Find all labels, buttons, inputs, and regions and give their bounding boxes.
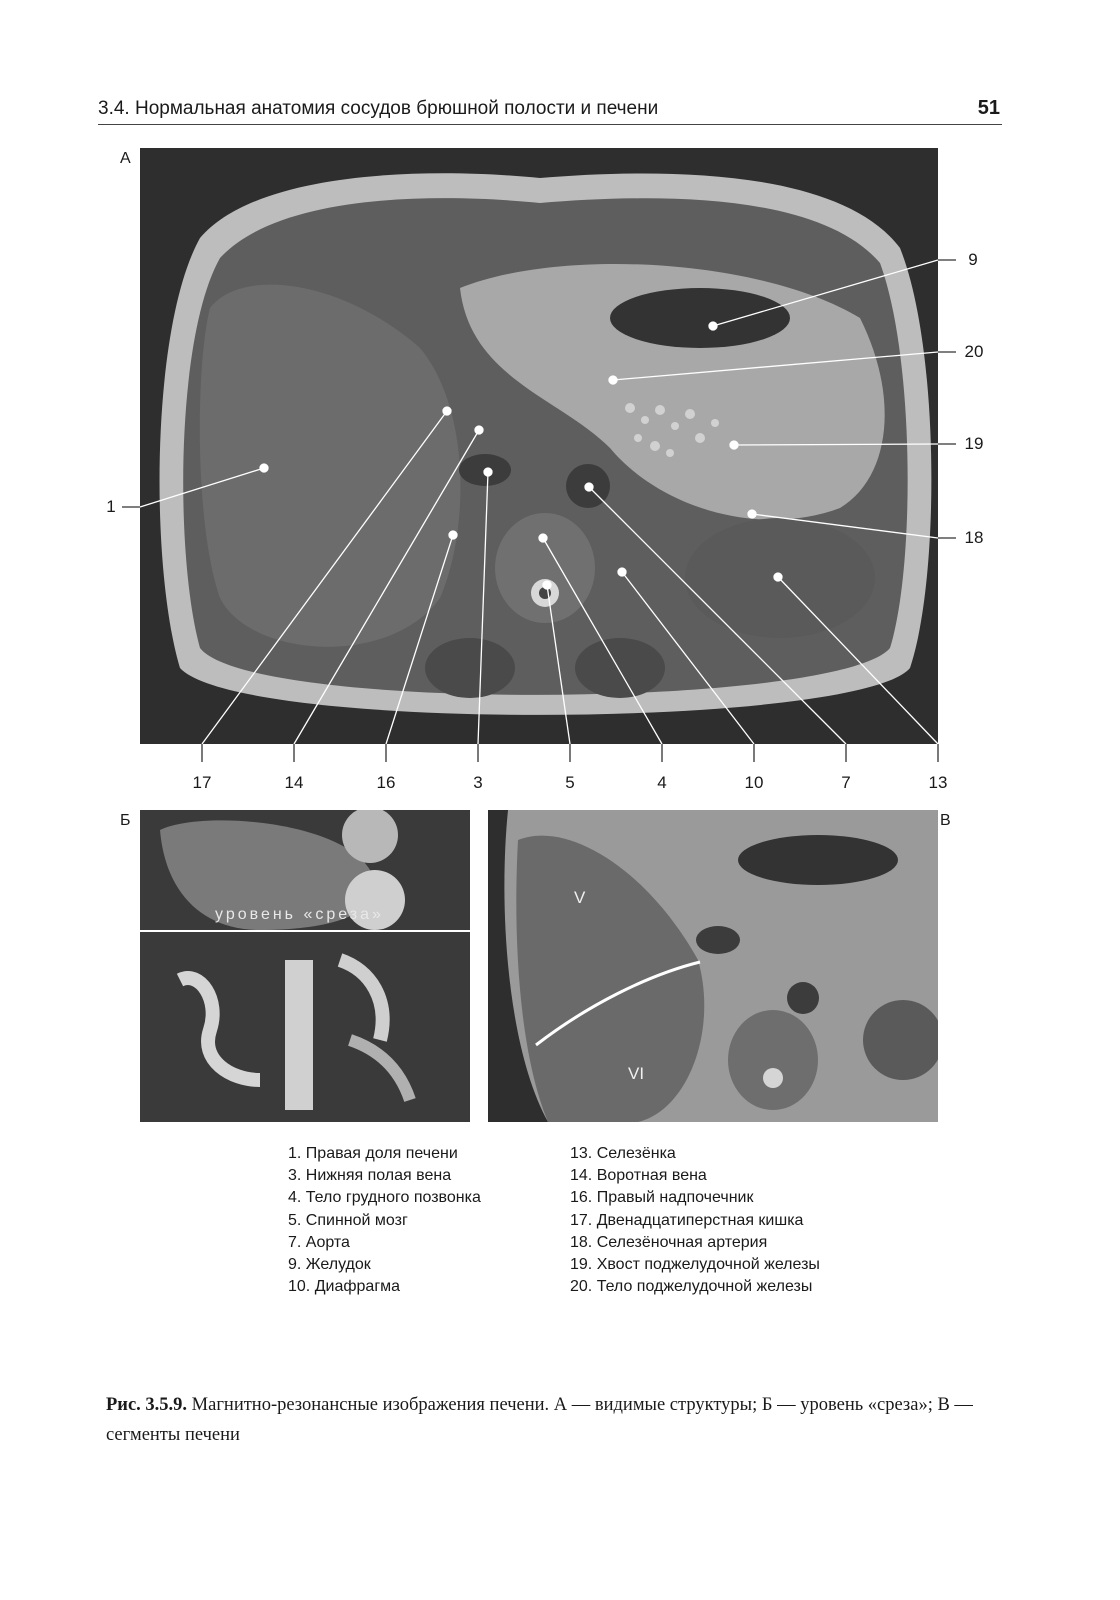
label-18: 18 (964, 528, 984, 547)
label-16: 16 (376, 773, 396, 792)
segment-vi-label: VI (628, 1064, 645, 1083)
legend-item: 10. Диафрагма (288, 1278, 401, 1296)
label-1: 1 (106, 497, 116, 516)
legend-item: 18. Селезёночная артерия (570, 1233, 768, 1251)
panel-b-letter: Б (120, 812, 131, 829)
legend-item: 3. Нижняя полая вена (288, 1167, 452, 1185)
legend-item: 1. Правая доля печени (288, 1145, 458, 1162)
mri-coronal-image: уровень «среза» (140, 810, 470, 1122)
label-19: 19 (964, 434, 984, 453)
legend-item: 19. Хвост поджелудочной железы (570, 1256, 820, 1274)
label-14: 14 (284, 773, 304, 792)
legend-left-column: 1. Правая доля печени 3. Нижняя полая ве… (288, 1143, 481, 1298)
segment-v-label: V (574, 888, 586, 907)
label-17: 17 (192, 773, 212, 792)
legend-item: 20. Тело поджелудочной железы (570, 1278, 813, 1296)
legend-item: 13. Селезёнка (570, 1145, 676, 1162)
label-3: 3 (473, 773, 483, 792)
label-20: 20 (964, 342, 984, 361)
slice-level-label: уровень «среза» (215, 906, 384, 923)
panel-v-letter: В (940, 812, 951, 829)
panel-a-letter: А (120, 150, 131, 167)
page-number: 51 (977, 97, 1000, 119)
label-7: 7 (841, 773, 851, 792)
label-4: 4 (657, 773, 667, 792)
header-rule (98, 124, 1002, 125)
legend-item: 14. Воротная вена (570, 1167, 707, 1185)
legend-item: 16. Правый надпочечник (570, 1189, 754, 1207)
legend-item: 5. Спинной мозг (288, 1211, 408, 1229)
figure-caption: Рис. 3.5.9. Магнитно-резонансные изображ… (106, 1390, 1006, 1450)
label-5: 5 (565, 773, 575, 792)
running-header: 3.4. Нормальная анатомия сосудов брюшной… (98, 98, 659, 119)
mri-segments-image: V VI (488, 810, 938, 1122)
label-10: 10 (744, 773, 764, 792)
caption-text: Магнитно-резонансные изображения печени.… (106, 1395, 973, 1445)
caption-label: Рис. 3.5.9. (106, 1395, 188, 1415)
legend-item: 9. Желудок (288, 1256, 371, 1274)
label-9: 9 (968, 250, 978, 269)
legend-item: 7. Аорта (288, 1233, 350, 1251)
label-13: 13 (928, 773, 948, 792)
legend-right-column: 13. Селезёнка 14. Воротная вена 16. Прав… (570, 1143, 820, 1298)
legend-item: 17. Двенадцатиперстная кишка (570, 1211, 804, 1229)
legend-item: 4. Тело грудного позвонка (288, 1189, 481, 1207)
slice-level-line (140, 930, 470, 932)
